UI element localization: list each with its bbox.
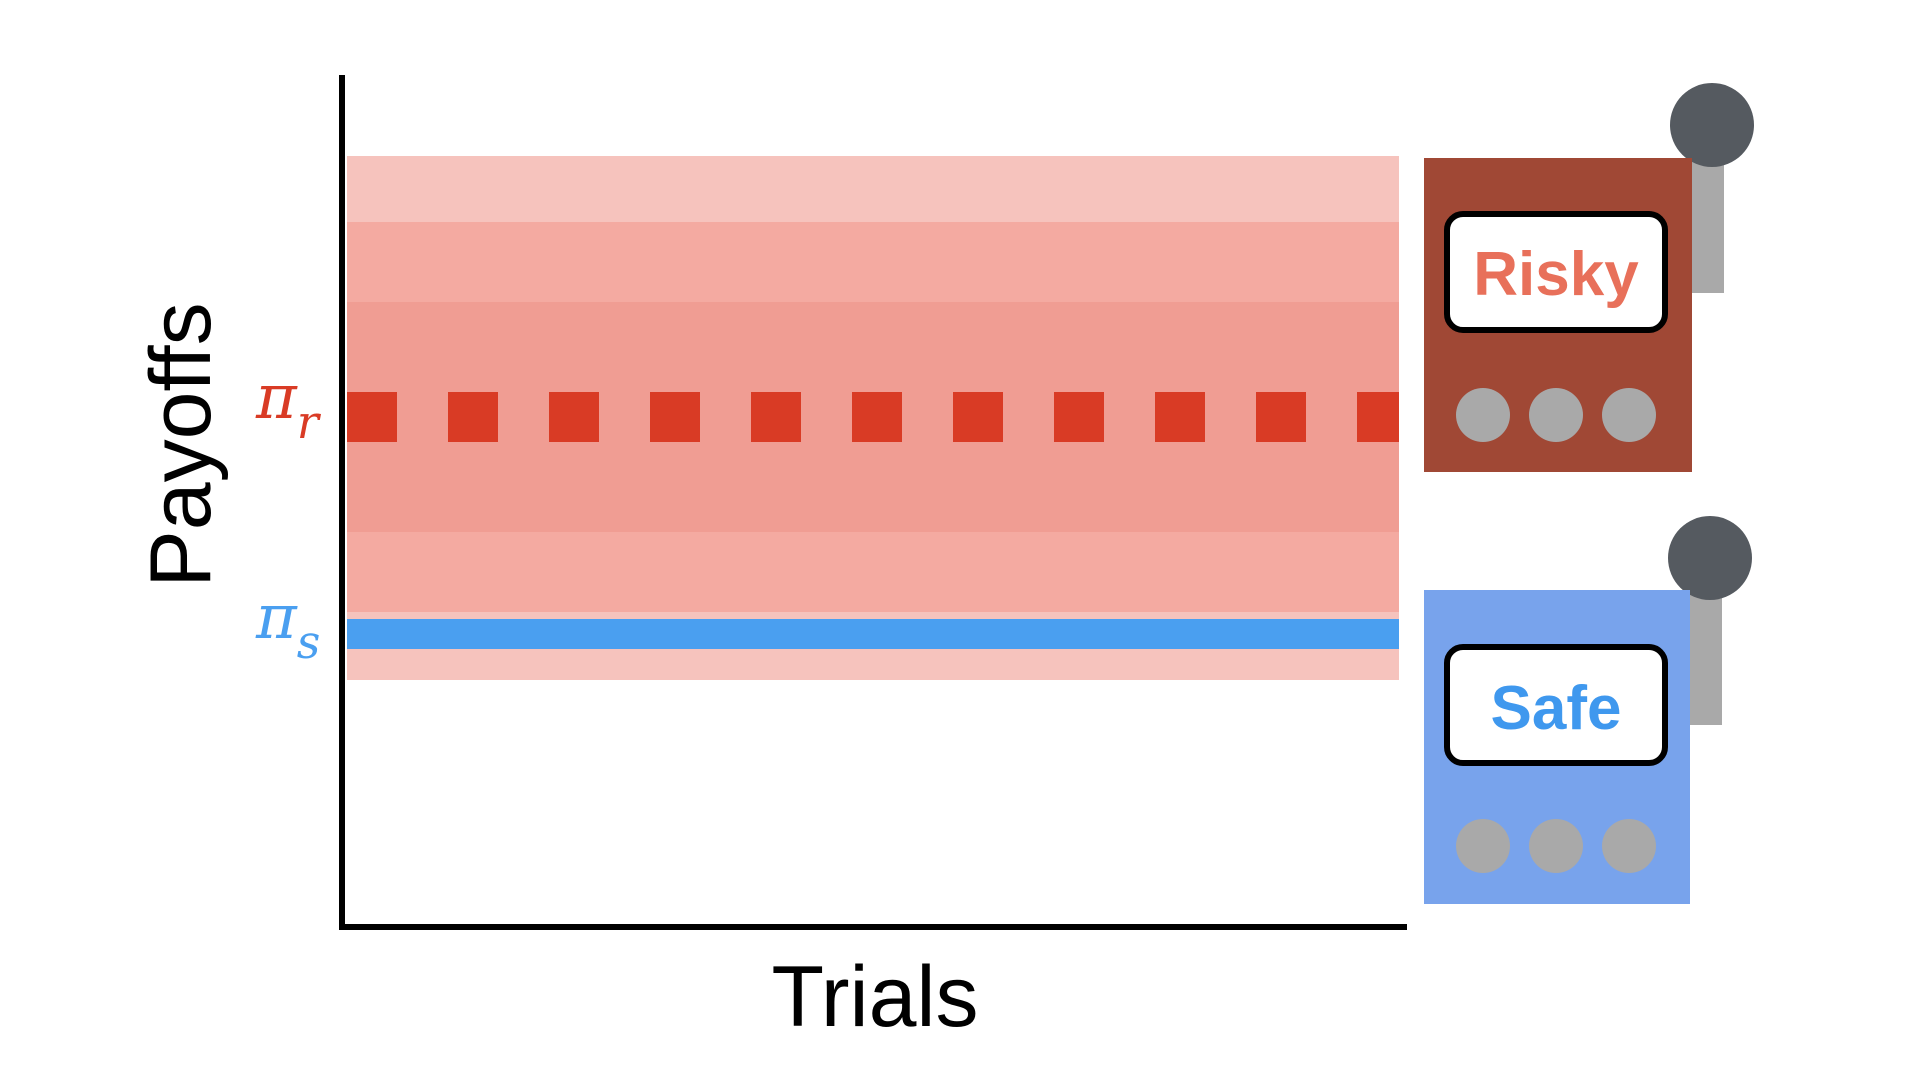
machine-button xyxy=(1456,388,1510,442)
risky-line-dash xyxy=(953,392,1003,442)
lever-arm xyxy=(1685,580,1722,725)
risky-line-dash xyxy=(852,392,902,442)
safe-slot-machine: Safe xyxy=(1424,516,1752,904)
machine-button xyxy=(1602,819,1656,873)
lever-arm xyxy=(1687,148,1724,293)
machine-button xyxy=(1529,388,1583,442)
safe-machine-buttons xyxy=(1456,819,1656,873)
machine-button xyxy=(1529,819,1583,873)
risky-label-box xyxy=(1444,211,1668,333)
safe-pi-subscript: s xyxy=(297,615,321,669)
risky-payoff-line xyxy=(347,392,1399,442)
risky-line-dash xyxy=(1155,392,1205,442)
safe-machine-label: Safe xyxy=(1491,674,1622,743)
safe-label-box xyxy=(1444,644,1668,766)
machine-button xyxy=(1602,388,1656,442)
risky-line-dash xyxy=(650,392,700,442)
machine-button xyxy=(1456,819,1510,873)
safe-payoff-line xyxy=(347,619,1399,649)
risky-payoff-label: πr xyxy=(255,360,322,449)
risky-line-dash xyxy=(1256,392,1306,442)
risky-line-dash xyxy=(751,392,801,442)
risky-machine-label: Risky xyxy=(1473,240,1639,309)
risky-line-dash xyxy=(549,392,599,442)
risky-pi-symbol: π xyxy=(255,360,298,433)
safe-payoff-label: πs xyxy=(255,580,320,669)
slot-lever-icon xyxy=(1670,83,1754,293)
risky-machine-buttons xyxy=(1456,388,1656,442)
slot-lever-icon xyxy=(1668,516,1752,725)
risky-pi-subscript: r xyxy=(297,395,322,449)
risky-slot-machine: Risky xyxy=(1424,83,1754,472)
axes xyxy=(339,75,1407,930)
safe-pi-symbol: π xyxy=(255,580,298,653)
x-axis-title: Trials xyxy=(771,949,978,1045)
lever-knob xyxy=(1668,516,1752,600)
risky-line-dash xyxy=(347,392,397,442)
risky-line-dash xyxy=(448,392,498,442)
risky-line-dash xyxy=(1357,392,1399,442)
lever-knob xyxy=(1670,83,1754,167)
y-axis-title: Payoffs xyxy=(133,302,229,587)
risky-line-dash xyxy=(1054,392,1104,442)
